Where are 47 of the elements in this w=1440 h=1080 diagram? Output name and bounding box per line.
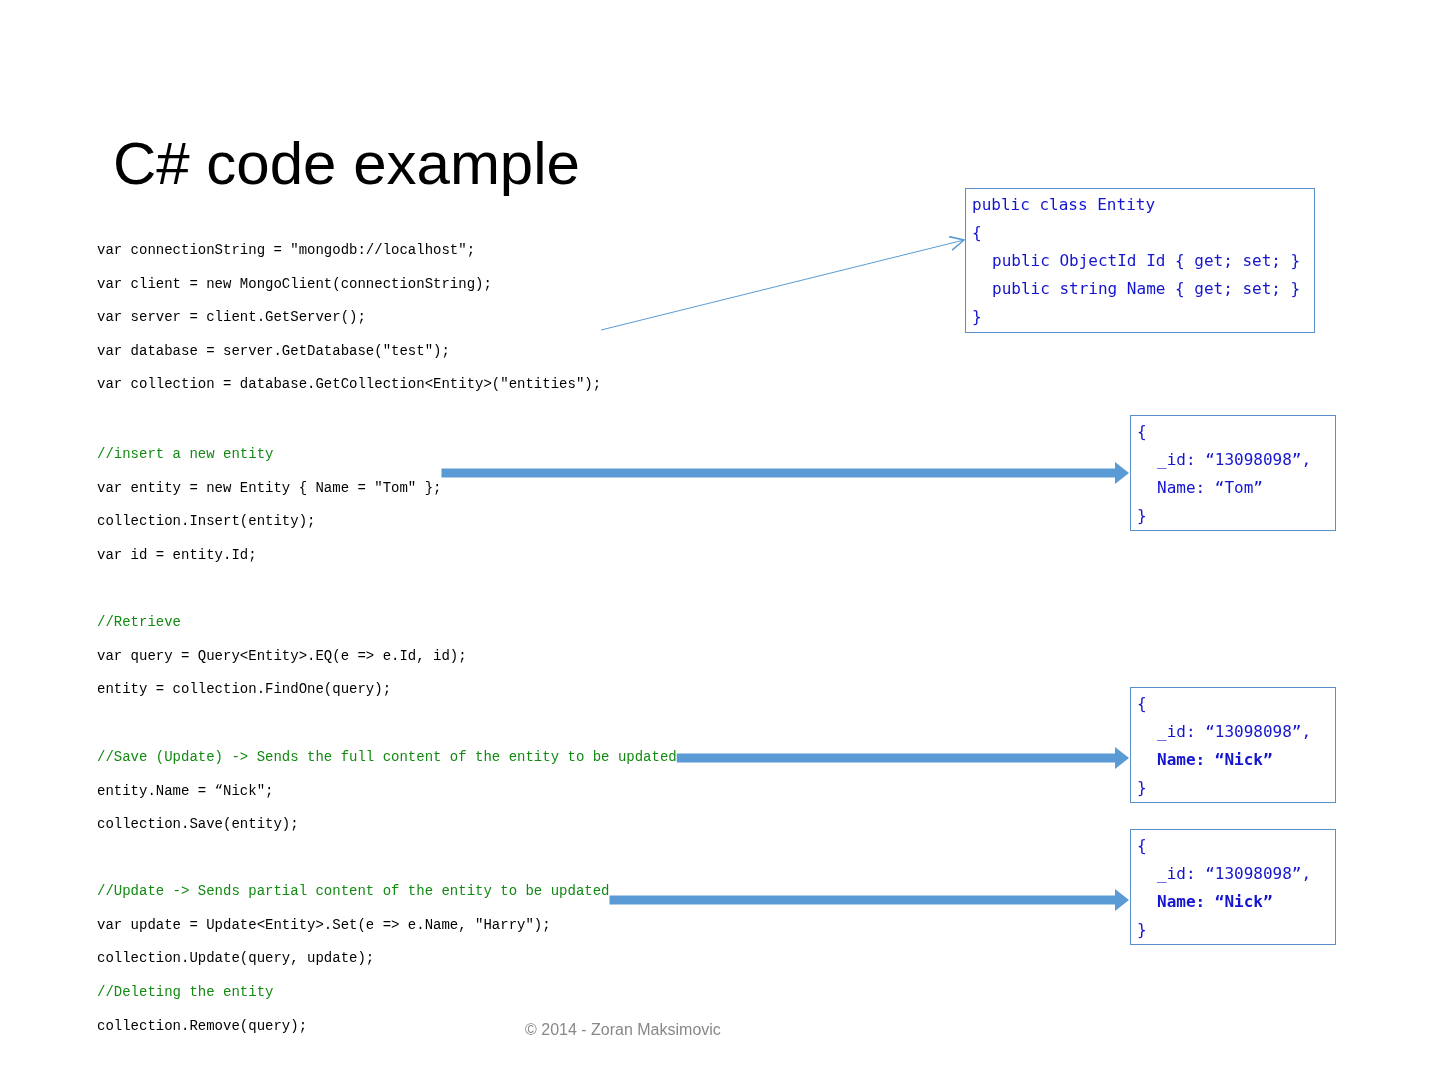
json-line: Name: “Nick” — [1157, 891, 1273, 913]
json-line: } — [1137, 919, 1147, 941]
json-line: _id: “13098098”, — [1157, 863, 1312, 885]
code-line: var query = Query<Entity>.EQ(e => e.Id, id); — [97, 647, 467, 666]
code-line: public class Entity — [972, 194, 1156, 216]
json-line: } — [1137, 777, 1147, 799]
code-line: var client = new MongoClient(connectionString); — [97, 274, 492, 294]
class-definition-panel — [965, 188, 1315, 333]
json-line: Name: “Nick” — [1157, 749, 1273, 771]
slide-title: C# code example — [113, 129, 580, 199]
code-line: entity.Name = “Nick"; — [97, 781, 274, 801]
code-line: public string Name { get; set; } — [992, 278, 1301, 300]
code-line: var update = Update<Entity>.Set(e => e.Name, "Harry"); — [97, 915, 551, 935]
json-document-panel — [1130, 415, 1336, 531]
json-line: { — [1137, 421, 1147, 443]
code-line: entity = collection.FindOne(query); — [97, 680, 392, 699]
code-line: collection.Remove(query); — [97, 1017, 308, 1036]
code-line: var connectionString = "mongodb://localhost"; — [97, 241, 476, 260]
code-line: var collection = database.GetCollection<Entity>("entities"); — [97, 375, 602, 395]
copyright-footer: © 2014 - Zoran Maksimovic — [525, 1020, 721, 1040]
arrow — [676, 747, 1129, 769]
code-line: } — [972, 306, 982, 328]
json-document-panel — [1130, 829, 1336, 945]
code-line: var server = client.GetServer(); — [97, 308, 366, 328]
code-line: collection.Insert(entity); — [97, 512, 316, 532]
code-comment: //Update -> Sends partial content of the entity to be updated — [97, 882, 610, 901]
code-line: collection.Update(query, update); — [97, 949, 375, 969]
json-line: _id: “13098098”, — [1157, 449, 1312, 471]
code-line: { — [972, 222, 982, 244]
code-comment: //Save (Update) -> Sends the full content of the entity to be updated — [97, 748, 677, 767]
json-line: } — [1137, 505, 1147, 527]
code-line: public ObjectId Id { get; set; } — [992, 250, 1301, 272]
code-comment: //insert a new entity — [97, 445, 274, 464]
arrow — [600, 235, 965, 331]
json-line: { — [1137, 835, 1147, 857]
arrow — [441, 462, 1129, 484]
code-line: var id = entity.Id; — [97, 545, 257, 565]
code-line: collection.Save(entity); — [97, 815, 299, 835]
json-line: _id: “13098098”, — [1157, 721, 1312, 743]
code-line: var database = server.GetDatabase("test"); — [97, 341, 450, 361]
code-comment: //Deleting the entity — [97, 983, 274, 1002]
json-document-panel — [1130, 687, 1336, 803]
code-line: var entity = new Entity { Name = "Tom" }; — [97, 478, 442, 498]
code-comment: //Retrieve — [97, 613, 181, 632]
json-line: Name: “Tom” — [1157, 477, 1263, 499]
arrow — [609, 889, 1129, 911]
json-line: { — [1137, 693, 1147, 715]
